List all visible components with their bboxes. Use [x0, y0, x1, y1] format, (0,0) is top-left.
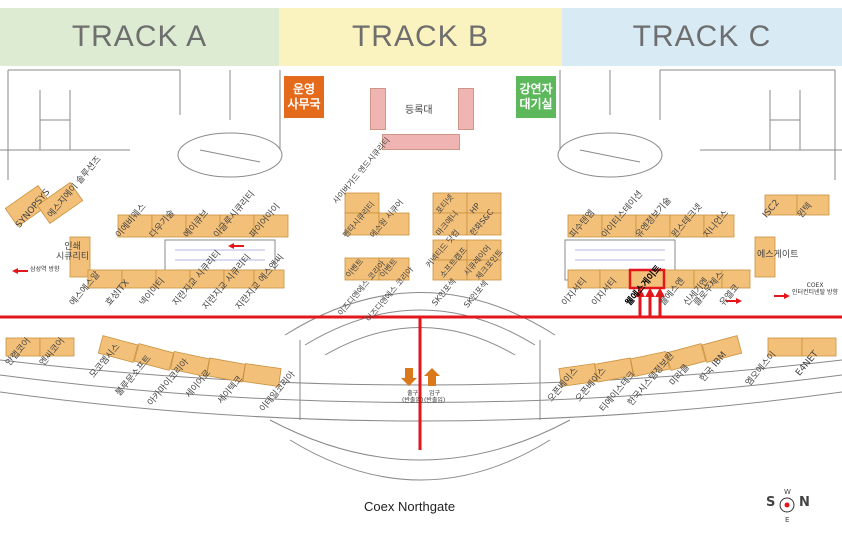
compass-west: W	[784, 488, 791, 496]
coex-sign-line1: COEX	[806, 282, 824, 289]
exit-in-label: 입구(반출입)	[424, 390, 445, 404]
gangnam-sign: 삼성역 방향	[30, 266, 60, 273]
compass-north: N	[799, 495, 810, 510]
operations-line2: 사무국	[287, 97, 321, 111]
highlight-booth-frame	[628, 268, 666, 290]
registration-desk-right	[458, 88, 474, 130]
coex-sign-line2: 인터컨티넨탈 방향	[792, 289, 839, 296]
exit-out-label: 출구(반출입)	[402, 390, 423, 404]
registration-label: 등록대	[405, 105, 433, 116]
print-line2: 시큐리티	[56, 252, 90, 262]
speaker-line2: 대기실	[519, 97, 553, 111]
registration-desk-bottom	[382, 134, 460, 150]
booth-blocks	[4, 181, 837, 387]
track-c-label: TRACK C	[632, 20, 772, 53]
exit-out-sub: (반출입)	[402, 397, 424, 404]
compass-east: E	[785, 516, 790, 524]
compass-south: S	[766, 495, 776, 510]
exit-in-text: 입구	[429, 390, 441, 397]
track-b-label: TRACK B	[351, 20, 490, 53]
track-b-zone: TRACK B	[279, 8, 562, 66]
print-line1: 인쇄	[64, 242, 81, 252]
exit-out-text: 출구	[407, 390, 419, 397]
essgate-area-label: 에스게이트	[757, 250, 799, 260]
speaker-line1: 강연자	[519, 82, 553, 96]
operations-line1: 운영	[292, 82, 316, 96]
exit-in-sub: (반출입)	[424, 397, 446, 404]
registration-desk-left	[370, 88, 386, 130]
track-a-zone: TRACK A	[0, 8, 279, 66]
northgate-label: Coex Northgate	[364, 499, 456, 514]
track-a-label: TRACK A	[71, 20, 208, 53]
track-c-zone: TRACK C	[562, 8, 842, 66]
